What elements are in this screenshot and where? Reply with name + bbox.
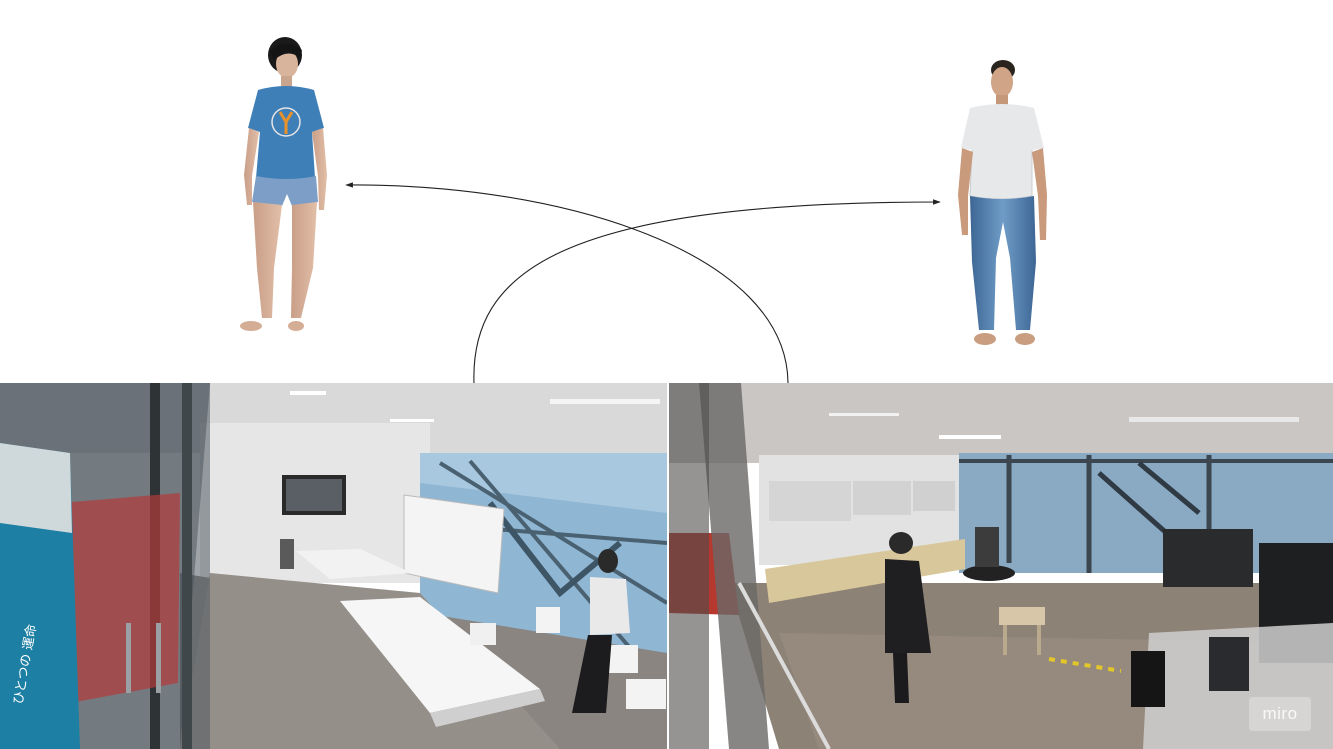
left-avatar-figure: [240, 37, 327, 331]
right-room-photo: miro: [669, 383, 1333, 749]
arrow-to-left-avatar: [345, 182, 789, 385]
miro-watermark: miro: [1249, 697, 1311, 731]
arrow-to-right-avatar: [473, 199, 941, 385]
right-avatar-figure: [958, 60, 1047, 345]
left-room-photo: ひとつの 運命: [0, 383, 667, 749]
